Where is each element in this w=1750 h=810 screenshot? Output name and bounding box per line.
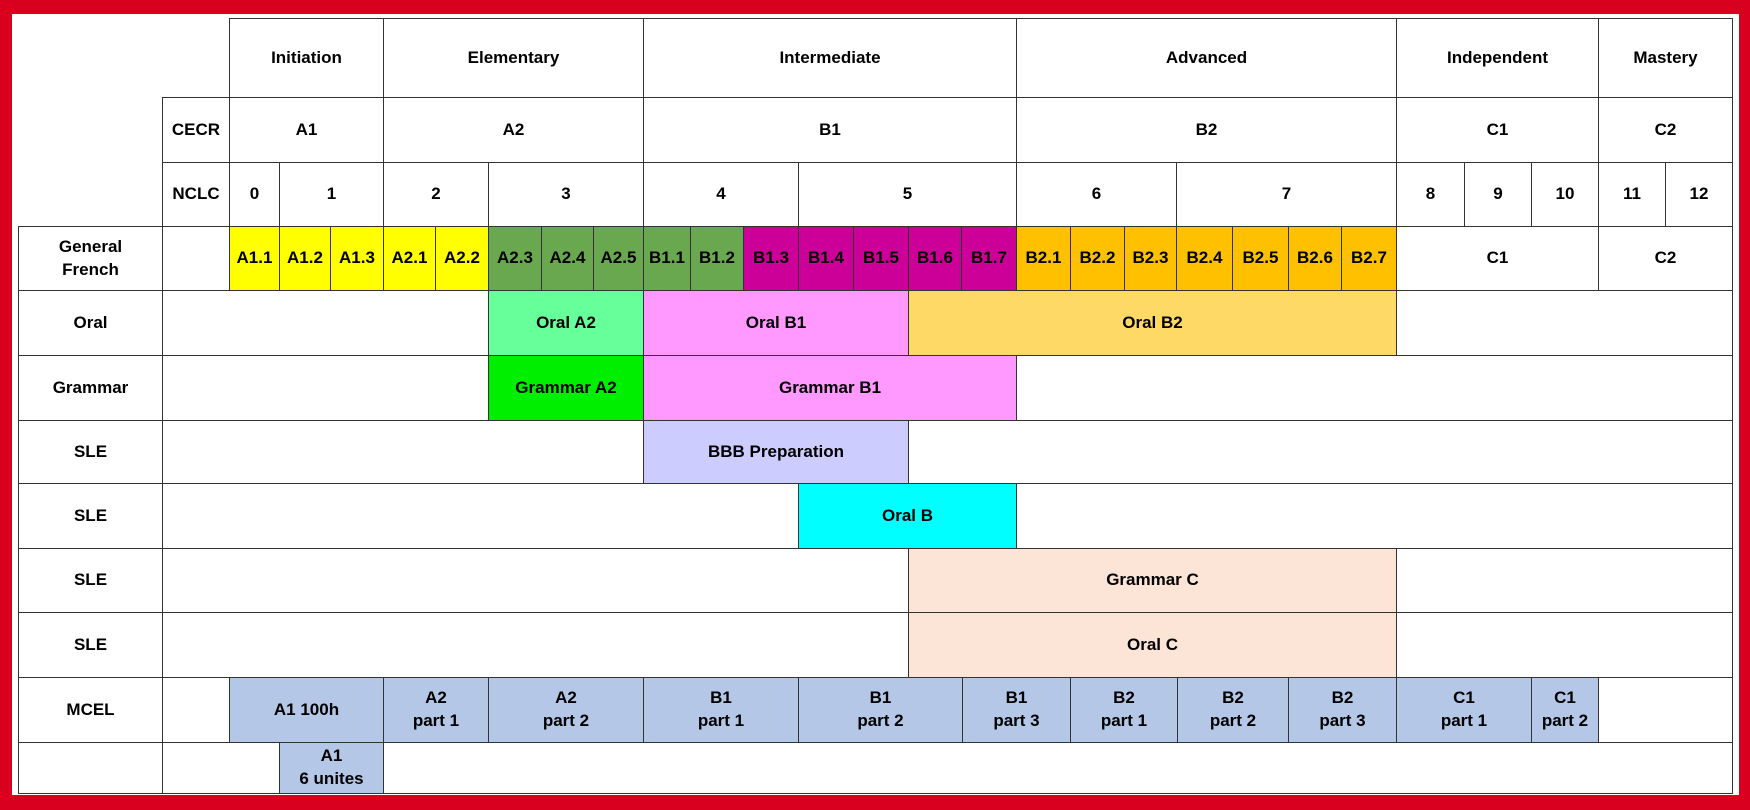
nclc-cell: 2: [383, 162, 489, 227]
nclc-cell: 9: [1464, 162, 1532, 227]
course-mcel: A1 100h: [229, 677, 384, 743]
unit-cell: B1.6: [908, 226, 962, 291]
unit-cell: B1.2: [690, 226, 744, 291]
row-track: [162, 742, 1733, 794]
course-mcel: B1 part 1: [643, 677, 799, 743]
unit-cell: A2.5: [593, 226, 644, 291]
cecr-cell: C2: [1598, 97, 1733, 163]
nclc-cell: 11: [1598, 162, 1666, 227]
course-oral-b: Oral B: [798, 483, 1017, 549]
row-track: [162, 420, 1733, 484]
level-header: Intermediate: [643, 18, 1017, 98]
unit-cell: A2.4: [541, 226, 594, 291]
course-oral-b2: Oral B2: [908, 290, 1397, 356]
unit-cell: A1.2: [279, 226, 331, 291]
empty-cell: [18, 742, 163, 794]
course-grammar-a2: Grammar A2: [488, 355, 644, 421]
nclc-cell: 7: [1176, 162, 1397, 227]
cecr-label: CECR: [162, 97, 230, 163]
unit-cell: A2.3: [488, 226, 542, 291]
unit-cell: C2: [1598, 226, 1733, 291]
row-label-mcel: MCEL: [18, 677, 163, 743]
row-label-grammar: Grammar: [18, 355, 163, 421]
unit-cell: B2.1: [1016, 226, 1071, 291]
unit-cell: A1.1: [229, 226, 280, 291]
course-oral-b1: Oral B1: [643, 290, 909, 356]
course-oral-c: Oral C: [908, 612, 1397, 678]
nclc-cell: 3: [488, 162, 644, 227]
cecr-cell: B1: [643, 97, 1017, 163]
nclc-cell: 1: [279, 162, 384, 227]
course-mcel: B2 part 3: [1288, 677, 1397, 743]
row-label-sle: SLE: [18, 612, 163, 678]
course-mcel: B1 part 3: [962, 677, 1071, 743]
course-mcel: B2 part 2: [1177, 677, 1289, 743]
cecr-cell: A1: [229, 97, 384, 163]
unit-cell: B2.7: [1341, 226, 1397, 291]
course-mcel: A2 part 1: [383, 677, 489, 743]
nclc-label: NCLC: [162, 162, 230, 227]
cecr-cell: B2: [1016, 97, 1397, 163]
unit-cell: B1.3: [743, 226, 799, 291]
level-header: Initiation: [229, 18, 384, 98]
unit-cell: B2.6: [1288, 226, 1342, 291]
nclc-cell: 12: [1665, 162, 1733, 227]
cecr-cell: C1: [1396, 97, 1599, 163]
unit-cell: A2.1: [383, 226, 436, 291]
row-label-sle: SLE: [18, 483, 163, 549]
course-grammar-b1: Grammar B1: [643, 355, 1017, 421]
row-label-sle: SLE: [18, 420, 163, 484]
unit-cell: B1.4: [798, 226, 854, 291]
unit-cell: B2.4: [1176, 226, 1233, 291]
unit-cell: B2.2: [1070, 226, 1125, 291]
level-header: Elementary: [383, 18, 644, 98]
unit-cell: C1: [1396, 226, 1599, 291]
level-header: Advanced: [1016, 18, 1397, 98]
row-label-oral: Oral: [18, 290, 163, 356]
unit-cell: B1.7: [961, 226, 1017, 291]
nclc-cell: 8: [1396, 162, 1465, 227]
course-mcel: A2 part 2: [488, 677, 644, 743]
cecr-cell: A2: [383, 97, 644, 163]
unit-cell: A2.2: [435, 226, 489, 291]
course-mcel: C1 part 2: [1531, 677, 1599, 743]
course-mcel: B2 part 1: [1070, 677, 1178, 743]
level-header: Mastery: [1598, 18, 1733, 98]
course-mcel: C1 part 1: [1396, 677, 1532, 743]
course-grammar-c: Grammar C: [908, 548, 1397, 613]
unit-cell: B1.1: [643, 226, 691, 291]
row-label-sle: SLE: [18, 548, 163, 613]
empty-cell: [162, 226, 230, 291]
unit-cell: B1.5: [853, 226, 909, 291]
empty-cell: [162, 677, 230, 743]
row-label-general-french: General French: [18, 226, 163, 291]
course-bbb-preparation: BBB Preparation: [643, 420, 909, 484]
unit-cell: B2.5: [1232, 226, 1289, 291]
course-a1-6-units: A1 6 unites: [279, 742, 384, 794]
unit-cell: B2.3: [1124, 226, 1177, 291]
level-header: Independent: [1396, 18, 1599, 98]
unit-cell: A1.3: [330, 226, 384, 291]
nclc-cell: 4: [643, 162, 799, 227]
nclc-cell: 6: [1016, 162, 1177, 227]
course-mcel: B1 part 2: [798, 677, 963, 743]
nclc-cell: 10: [1531, 162, 1599, 227]
nclc-cell: 5: [798, 162, 1017, 227]
nclc-cell: 0: [229, 162, 280, 227]
course-oral-a2: Oral A2: [488, 290, 644, 356]
